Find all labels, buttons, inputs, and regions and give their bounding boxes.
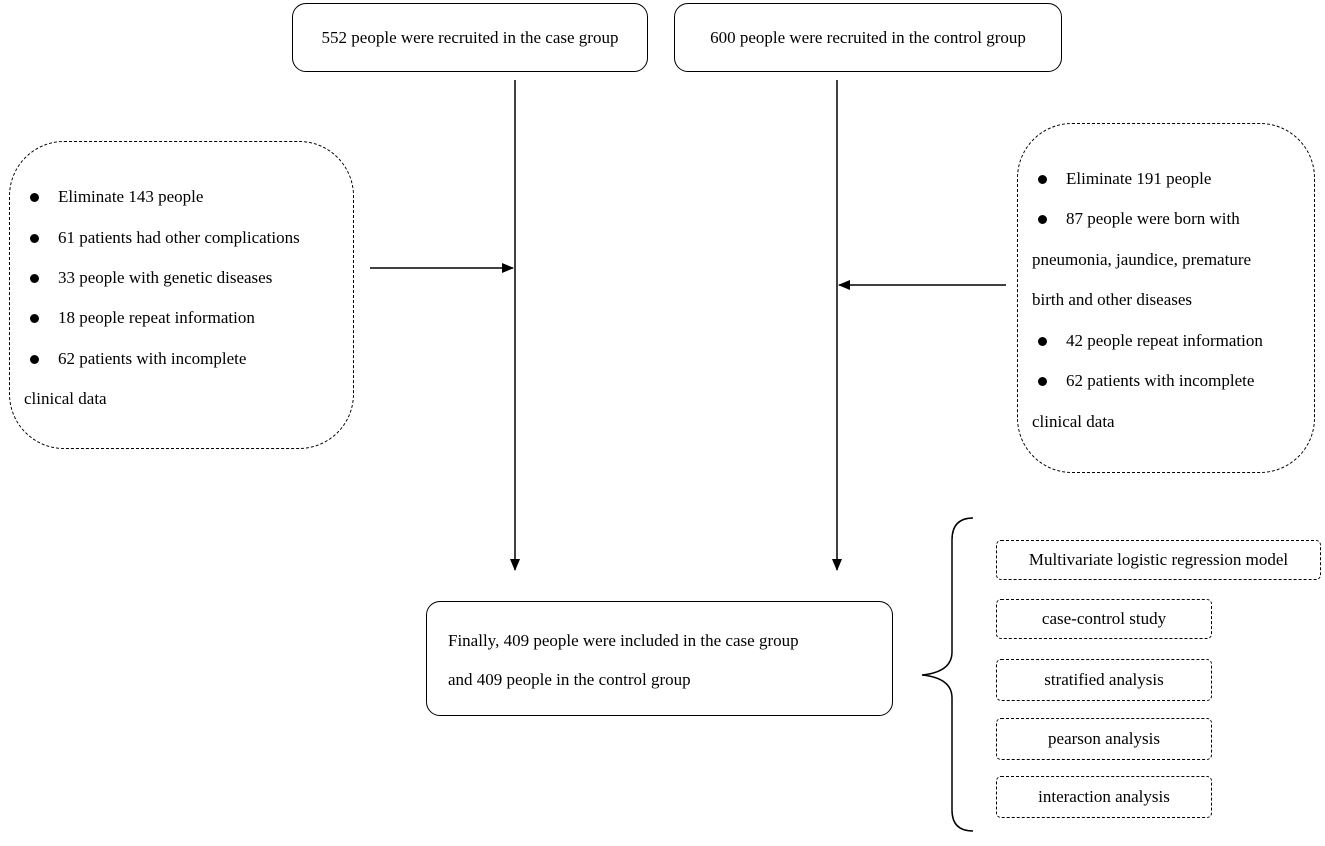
- method-box-interaction: interaction analysis: [996, 776, 1212, 818]
- control-exclusion-line: 87 people were born with: [1066, 209, 1240, 228]
- case-recruit-box: 552 people were recruited in the case gr…: [292, 3, 648, 72]
- method-box-stratified: stratified analysis: [996, 659, 1212, 701]
- control-exclusion-line: Eliminate 191 people: [1066, 169, 1212, 188]
- control-exclusion-box: Eliminate 191 people 87 people were born…: [1017, 123, 1315, 473]
- bullet-icon: [30, 314, 39, 323]
- control-exclusion-line: 62 patients with incomplete: [1066, 371, 1255, 390]
- control-recruit-box: 600 people were recruited in the control…: [674, 3, 1062, 72]
- method-label: Multivariate logistic regression model: [1028, 550, 1289, 569]
- bullet-icon: [30, 193, 39, 202]
- case-exclusion-line: 61 patients had other complications: [58, 228, 300, 247]
- case-exclusion-line: Eliminate 143 people: [58, 187, 204, 206]
- method-label: interaction analysis: [1038, 787, 1170, 806]
- bullet-icon: [1038, 175, 1047, 184]
- case-exclusion-line: 33 people with genetic diseases: [58, 268, 273, 287]
- control-exclusion-line: birth and other diseases: [1032, 290, 1193, 309]
- final-text-line-2: and 409 people in the control group: [448, 670, 691, 689]
- control-exclusion-line: 42 people repeat information: [1066, 331, 1263, 350]
- bullet-icon: [30, 274, 39, 283]
- method-box-logistic: Multivariate logistic regression model: [996, 540, 1321, 580]
- bullet-icon: [1038, 215, 1047, 224]
- case-exclusion-box: Eliminate 143 people 61 patients had oth…: [9, 141, 354, 449]
- method-label: case-control study: [1041, 609, 1167, 628]
- case-recruit-text: 552 people were recruited in the case gr…: [321, 27, 619, 47]
- method-box-pearson: pearson analysis: [996, 718, 1212, 760]
- method-label: stratified analysis: [1044, 670, 1164, 689]
- method-label: pearson analysis: [1048, 729, 1160, 748]
- bullet-icon: [1038, 337, 1047, 346]
- bullet-icon: [30, 355, 39, 364]
- case-exclusion-line: clinical data: [24, 389, 107, 408]
- case-exclusion-line: 62 patients with incomplete: [58, 349, 247, 368]
- final-inclusion-box: Finally, 409 people were included in the…: [426, 601, 893, 716]
- bullet-icon: [30, 234, 39, 243]
- control-exclusion-line: pneumonia, jaundice, premature: [1032, 250, 1252, 269]
- bullet-icon: [1038, 377, 1047, 386]
- control-recruit-text: 600 people were recruited in the control…: [710, 27, 1026, 47]
- case-exclusion-line: 18 people repeat information: [58, 308, 255, 327]
- final-text-line-1: Finally, 409 people were included in the…: [448, 631, 799, 650]
- control-exclusion-line: clinical data: [1032, 412, 1115, 431]
- methods-brace: [921, 517, 974, 832]
- method-box-case-control: case-control study: [996, 599, 1212, 639]
